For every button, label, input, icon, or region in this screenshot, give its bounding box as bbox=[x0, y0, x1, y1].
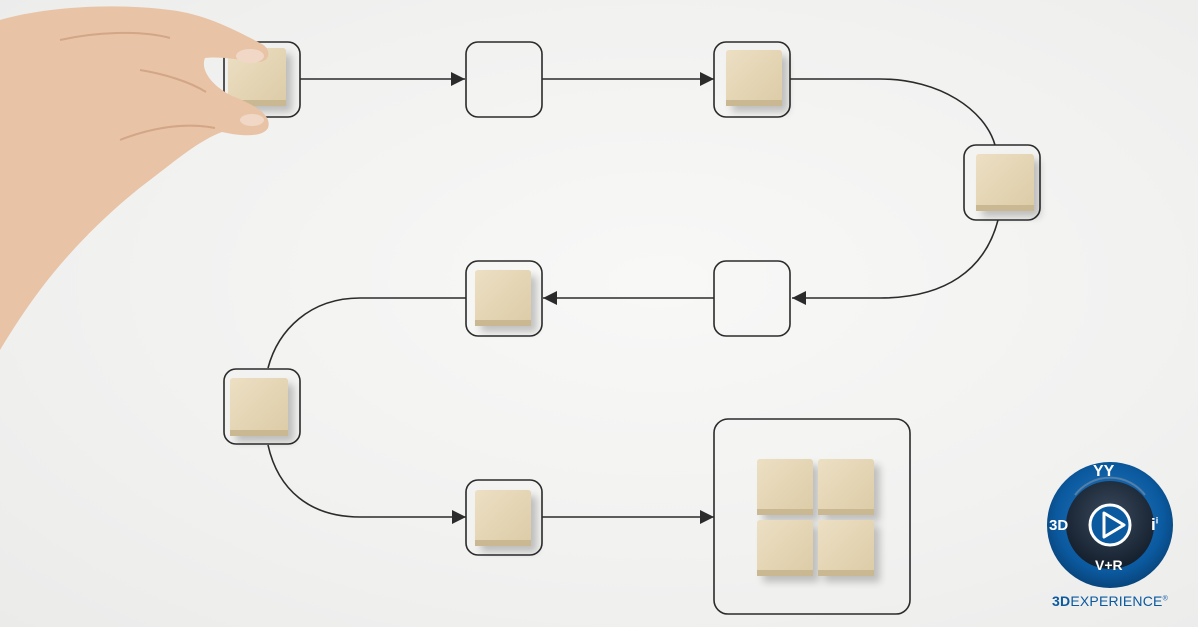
compass-icon bbox=[1047, 462, 1173, 588]
wooden-block-6 bbox=[475, 270, 531, 326]
connector-6-7 bbox=[267, 297, 466, 369]
stage-frame-4 bbox=[963, 144, 1041, 221]
3dexperience-logo: YY 3D ii V+R 3DEXPERIENCE® bbox=[1035, 455, 1185, 620]
final-stage-frame bbox=[713, 418, 911, 615]
logo-left-label: 3D bbox=[1049, 517, 1069, 534]
wooden-block-1 bbox=[228, 48, 286, 106]
wooden-block-4 bbox=[976, 154, 1034, 211]
final-block-bottom-left bbox=[757, 520, 813, 576]
logo-wordmark: 3DEXPERIENCE® bbox=[1052, 593, 1168, 609]
play-icon bbox=[1102, 511, 1126, 539]
logo-top-label: YY bbox=[1093, 463, 1115, 480]
flow-connectors bbox=[267, 72, 999, 524]
wooden-block-8 bbox=[475, 490, 531, 546]
stage-frame-8 bbox=[465, 479, 543, 556]
finger-nail bbox=[240, 114, 264, 126]
final-block-top-left bbox=[757, 459, 813, 515]
hand-placing-block bbox=[0, 6, 269, 350]
stage-frames bbox=[223, 41, 1041, 615]
connector-4-5 bbox=[792, 219, 999, 305]
connector-7-8 bbox=[267, 444, 466, 524]
stage-frame-3 bbox=[713, 41, 791, 118]
final-block-bottom-right bbox=[818, 520, 874, 576]
thumb-nail bbox=[236, 49, 264, 63]
stage-frame-5-empty bbox=[713, 260, 791, 337]
wooden-block-3 bbox=[726, 50, 782, 106]
wooden-block-7 bbox=[230, 378, 288, 436]
wooden-blocks bbox=[228, 48, 1034, 576]
stage-frame-6 bbox=[465, 260, 543, 337]
connector-3-4 bbox=[790, 78, 996, 146]
stage-frame-2-empty bbox=[465, 41, 543, 118]
stage-frame-7 bbox=[223, 368, 301, 445]
logo-right-label: ii bbox=[1151, 515, 1159, 534]
logo-bottom-label: V+R bbox=[1095, 557, 1123, 573]
final-block-top-right bbox=[818, 459, 874, 515]
